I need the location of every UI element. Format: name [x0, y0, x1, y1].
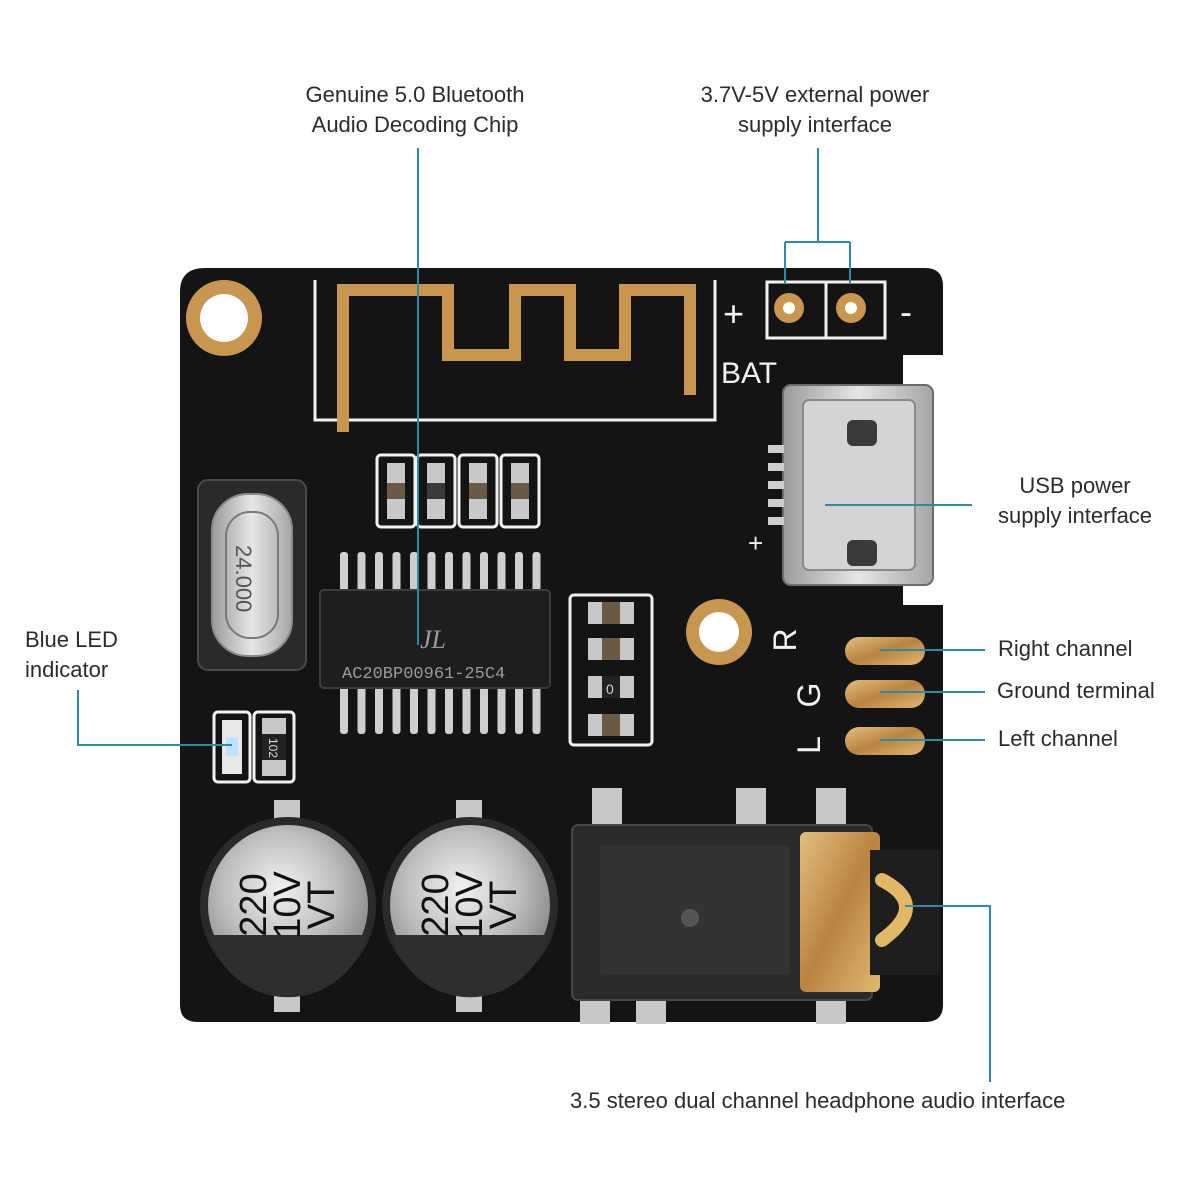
chip-pin [515, 552, 523, 594]
chip-pin [480, 552, 488, 594]
chip-pin [480, 684, 488, 734]
capacitor-right [382, 800, 558, 1012]
chip-pin [532, 552, 541, 594]
chip-pin [392, 552, 401, 594]
chip-marking: AC20BP00961-25C4 [342, 665, 505, 684]
chip-pin [375, 684, 383, 734]
usb-plus-label: + [748, 528, 763, 558]
callout-left-channel: Left channel [998, 726, 1118, 751]
leader-lines [77, 148, 991, 1082]
chip-pin [392, 684, 401, 734]
capacitor-right-marking: 220 10V VT [415, 871, 525, 939]
mounting-hole-center [686, 599, 752, 665]
leader-power-ext [784, 148, 851, 283]
pad-l-label: L [791, 736, 827, 754]
chip-pin [357, 684, 366, 734]
crystal-marking: 24.000 [231, 545, 256, 612]
chip-pin [340, 684, 348, 734]
resistor-zero-marking: 0 [606, 681, 614, 697]
audio-output-pads [845, 637, 925, 755]
callout-headphone-jack: 3.5 stereo dual channel headphone audio … [570, 1088, 1066, 1113]
chip-pin [410, 552, 418, 594]
chip-logo: JL [420, 625, 446, 654]
bluetooth-chip [319, 552, 551, 734]
bat-pads [765, 280, 887, 340]
chip-pin [462, 684, 471, 734]
chip-pin [445, 552, 453, 594]
svg-text:10V: 10V [267, 871, 309, 939]
chip-pin [427, 684, 436, 734]
capacitor-left [200, 800, 376, 1012]
chip-pin [515, 684, 523, 734]
chip-pin [532, 684, 541, 734]
chip-pin [462, 552, 471, 594]
callout-chip: Genuine 5.0 Bluetooth Audio Decoding Chi… [305, 82, 525, 137]
chip-pin [410, 684, 418, 734]
bat-minus-label: - [900, 291, 912, 332]
leader-jack [905, 905, 991, 1082]
resistor-102-marking: 102 [266, 738, 280, 758]
bat-plus-label: + [723, 293, 744, 334]
antenna-trace [337, 284, 696, 432]
smd-row-top [375, 453, 541, 529]
headphone-jack [571, 788, 940, 1024]
crystal-oscillator [197, 479, 307, 671]
chip-pin [445, 684, 453, 734]
mounting-hole-top-left [186, 280, 262, 356]
pad-g-label: G [791, 683, 827, 708]
blue-led [212, 710, 252, 784]
usb-connector [768, 384, 934, 586]
led-resistor [252, 710, 296, 784]
callout-led: Blue LED indicator [25, 627, 118, 682]
chip-pin [427, 552, 436, 594]
callout-usb: USB power supply interface [997, 473, 1153, 528]
svg-text:220: 220 [415, 873, 457, 936]
chip-pin [375, 552, 383, 594]
capacitor-left-marking: 220 10V VT [233, 871, 343, 939]
callout-right-channel: Right channel [998, 636, 1133, 661]
svg-text:VT: VT [301, 881, 343, 930]
callout-ground-terminal: Ground terminal [997, 678, 1155, 703]
chip-pin [340, 552, 348, 594]
callout-power-ext: 3.7V-5V external power supply interface [700, 82, 930, 137]
chip-pin [357, 552, 366, 594]
chip-pin [497, 552, 506, 594]
bat-label: BAT [721, 357, 777, 390]
smd-column-right [568, 593, 654, 747]
svg-text:220: 220 [233, 873, 275, 936]
antenna-outline [313, 280, 717, 422]
pad-r-label: R [767, 628, 803, 651]
svg-text:10V: 10V [449, 871, 491, 939]
svg-text:VT: VT [483, 881, 525, 930]
chip-pin [497, 684, 506, 734]
leader-led [77, 690, 232, 746]
